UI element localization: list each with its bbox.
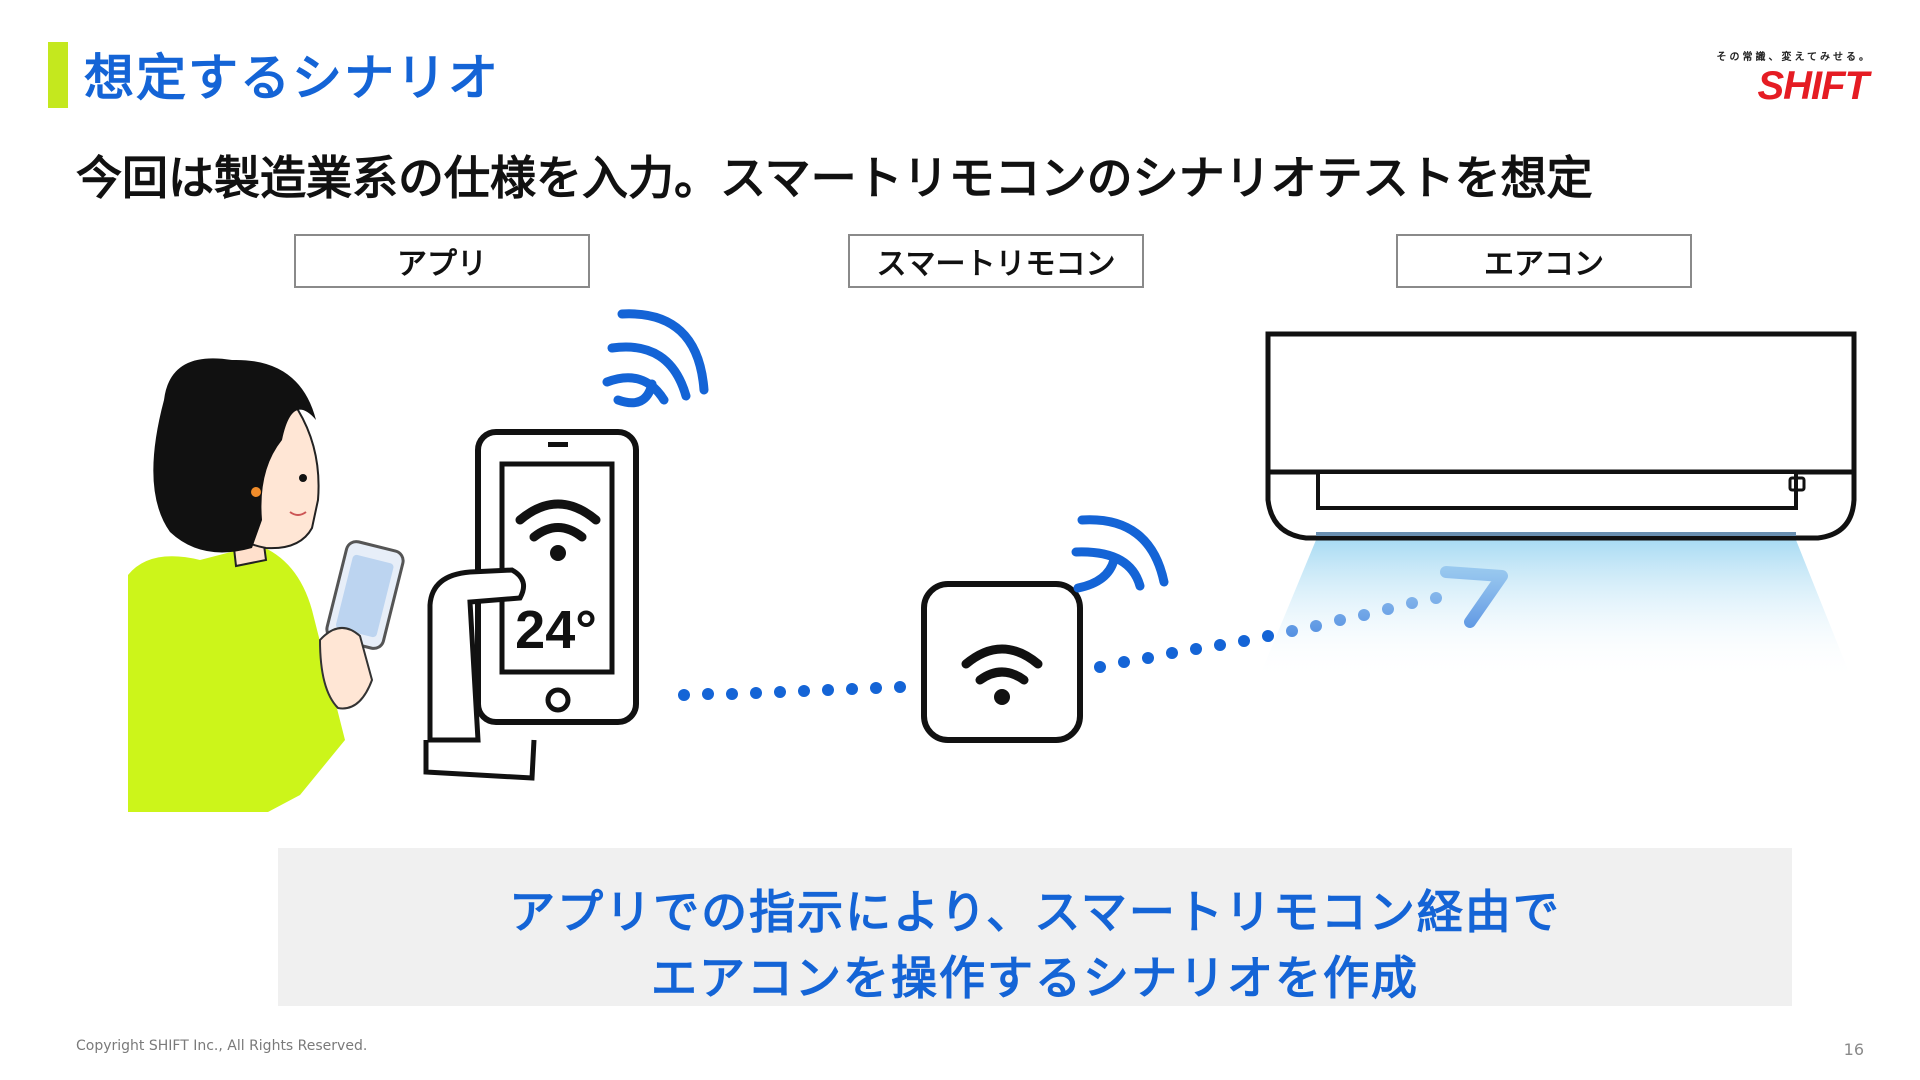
- person-eye: [299, 474, 307, 482]
- brand-tagline: その常識、変えてみせる。: [1716, 52, 1872, 63]
- message-callout: アプリでの指示により、スマートリモコン経由で エアコンを操作するシナリオを作成: [278, 848, 1792, 1006]
- phone-signal-icon: [602, 309, 709, 408]
- message-line-1: アプリでの指示により、スマートリモコン経由で: [509, 885, 1561, 939]
- label-smart-remote: スマートリモコン: [848, 234, 1144, 288]
- signal-dots-app-to-remote: [678, 681, 906, 701]
- remote-signal-icon: [1071, 515, 1169, 593]
- person-smile: [289, 511, 307, 516]
- phone-wifi-icon: [515, 499, 601, 542]
- person-shirt: [128, 545, 345, 812]
- footer-copyright: Copyright SHIFT Inc., All Rights Reserve…: [76, 1038, 368, 1054]
- label-aircon: エアコン: [1396, 234, 1692, 288]
- brand-logo-block: その常識、変えてみせる。 SHIFT: [1700, 48, 1872, 108]
- person-illustration: [128, 358, 405, 812]
- phone-hand: [427, 567, 527, 743]
- page-title: 想定するシナリオ: [84, 49, 500, 107]
- page-number: 16: [1843, 1040, 1864, 1059]
- aircon-airflow: [1258, 540, 1852, 680]
- person-hand-phone: [318, 540, 405, 710]
- label-app: アプリ: [294, 234, 590, 288]
- phone-temperature: 24°: [515, 600, 597, 660]
- smart-remote-illustration: [921, 581, 1083, 743]
- aircon-illustration: [1265, 331, 1857, 541]
- person-earring: [251, 487, 261, 497]
- slide-subtitle: 今回は製造業系の仕様を入力。スマートリモコンのシナリオテストを想定: [76, 151, 1593, 205]
- brand-logo: SHIFT: [1757, 64, 1869, 108]
- smartphone-illustration: 24°: [423, 429, 639, 781]
- message-line-2: エアコンを操作するシナリオを作成: [651, 951, 1419, 1005]
- scenario-diagram: 24°: [128, 309, 1857, 812]
- person-hair: [153, 358, 316, 553]
- title-accent-bar: [48, 42, 68, 108]
